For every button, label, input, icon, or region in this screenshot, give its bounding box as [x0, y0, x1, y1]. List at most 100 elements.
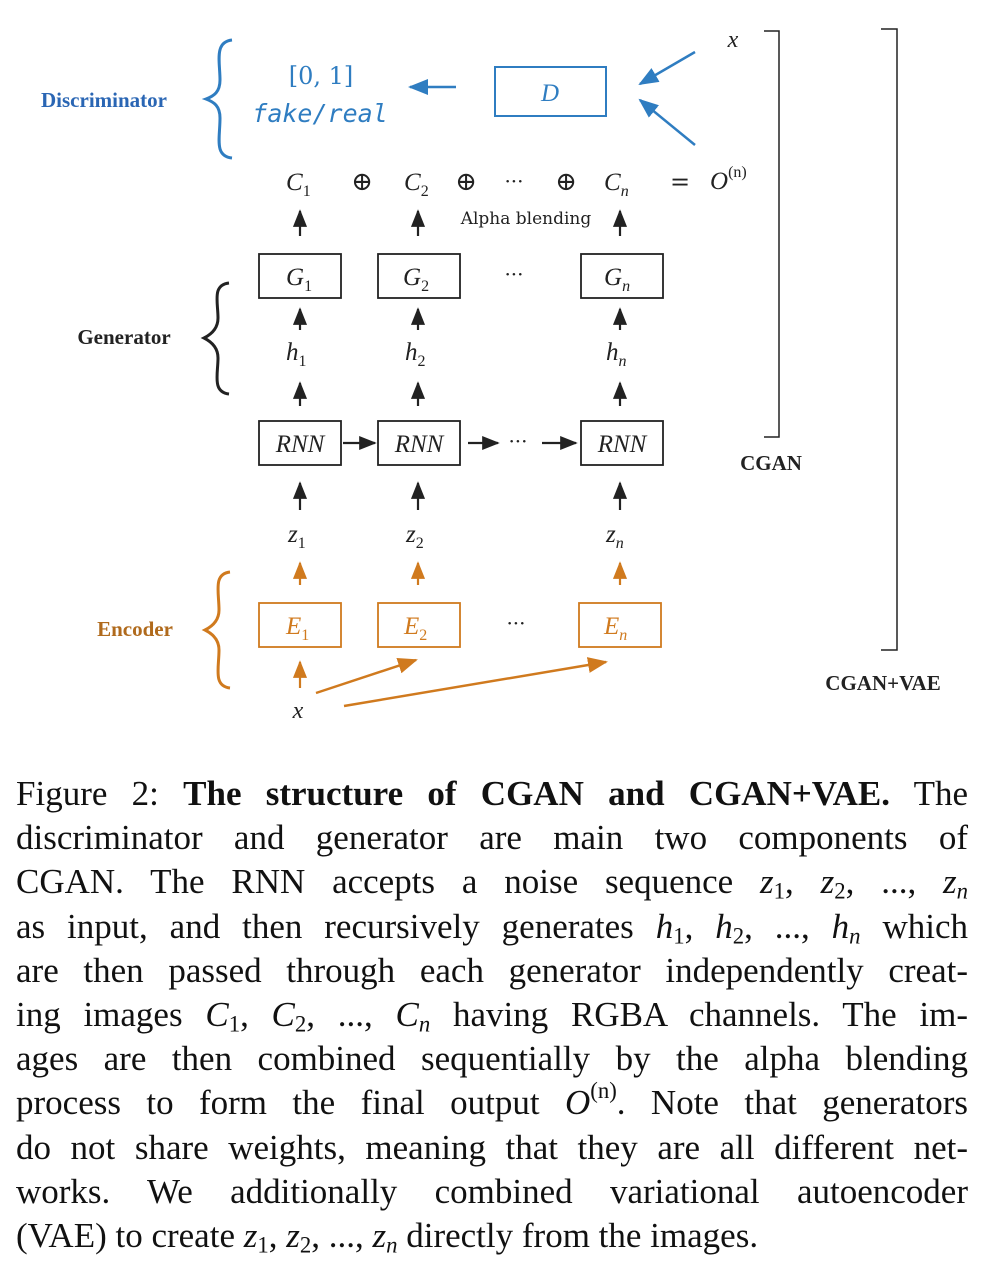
- math-z: z: [943, 862, 957, 902]
- math-z: z: [820, 862, 835, 902]
- rnn-box-2-label: RNN: [394, 431, 445, 458]
- noise-2: z2: [405, 521, 424, 552]
- math-sep: ,: [306, 995, 338, 1035]
- caption-line-1: Figure 2: The structure of CGAN and CGAN…: [16, 772, 968, 816]
- generator-box-1: [258, 253, 342, 299]
- rnn-box-n-label: RNN: [597, 431, 648, 458]
- caption-line-7: ages are then combined sequentially by t…: [16, 1039, 968, 1079]
- svg-text:C2: C2: [404, 169, 429, 200]
- generator-box-1-label: G1: [286, 264, 312, 295]
- math-z: z: [243, 1216, 258, 1256]
- discriminator-box-label: D: [540, 80, 559, 107]
- caption-text: (VAE) to create: [16, 1216, 244, 1256]
- math-z: z: [372, 1216, 387, 1256]
- generator-brace: [200, 281, 230, 396]
- math-sub: n: [956, 879, 969, 905]
- rnn-ellipsis: ···: [508, 429, 527, 453]
- discriminator-output: fake/real: [252, 99, 387, 128]
- cgan-vae-label: CGAN+VAE: [825, 671, 940, 695]
- math-sub: n: [849, 923, 861, 949]
- rnn-box-1: [258, 420, 342, 466]
- blend-op-1: ⊕: [351, 167, 373, 197]
- blend-equals: =: [670, 168, 690, 196]
- math-sub: 2: [834, 879, 846, 905]
- caption-line-3: CGAN. The RNN accepts a noise sequence z…: [16, 860, 968, 904]
- math-sep: ,: [801, 906, 832, 946]
- caption-line-8: process to form the final output O(n). N…: [16, 1078, 969, 1125]
- encoder-input: x: [292, 698, 304, 724]
- caption-text: . Note that generators: [616, 1083, 969, 1123]
- math-c: C: [205, 995, 229, 1035]
- noise-1: z1: [287, 521, 306, 552]
- math-sep: ,: [845, 862, 882, 902]
- math-z: z: [760, 862, 774, 902]
- encoder-ellipsis: ···: [506, 611, 525, 635]
- encoder-box-1-label: E1: [285, 613, 309, 644]
- math-h: h: [831, 906, 850, 946]
- math-sep: ,: [684, 906, 716, 946]
- math-sep: ,: [268, 1216, 287, 1256]
- blend-term-2: C2: [404, 169, 429, 200]
- caption-prefix: Figure 2:: [16, 774, 184, 813]
- caption-text: CGAN. The RNN accepts a noise sequence: [16, 862, 761, 902]
- arrow-x-e2: [315, 658, 418, 695]
- svg-text:O(n): O(n): [710, 164, 747, 195]
- encoder-box-n: [578, 602, 662, 648]
- encoder-box-n-label: En: [603, 613, 627, 644]
- generator-box-n-label: Gn: [604, 264, 630, 295]
- math-sub: 1: [673, 923, 685, 949]
- generator-label: Generator: [77, 325, 170, 349]
- rnn-box-n: [580, 420, 664, 466]
- encoder-box-2: [377, 602, 461, 648]
- blend-term-1: C1: [286, 169, 311, 200]
- caption-line-2: discriminator and generator are main two…: [16, 818, 968, 858]
- blend-result: O(n): [710, 164, 747, 195]
- caption-title: The structure of CGAN and CGAN+VAE.: [183, 774, 890, 813]
- cgan-vae-bracket: [881, 28, 898, 651]
- math-sep: ,: [907, 862, 944, 902]
- math-sub: 1: [228, 1011, 241, 1037]
- rnn-box-1-label: RNN: [275, 431, 326, 458]
- math-sub: n: [418, 1011, 431, 1037]
- caption-line-5: are then passed through each generator i…: [16, 950, 968, 990]
- discriminator-label: Discriminator: [41, 88, 167, 112]
- caption-text: The: [889, 774, 968, 813]
- math-sub: 1: [257, 1232, 269, 1258]
- math-sep: ,: [354, 1216, 373, 1256]
- math-c: C: [271, 995, 295, 1035]
- svg-text:Cn: Cn: [604, 169, 629, 200]
- generator-box-2: [377, 253, 461, 299]
- math-h: h: [715, 906, 733, 946]
- generator-box-2-label: G2: [403, 264, 429, 295]
- caption-text: process to form the final output: [16, 1083, 565, 1123]
- encoder-box-2-label: E2: [403, 613, 427, 644]
- generator-ellipsis: ···: [504, 262, 523, 286]
- caption-line-10: works. We additionally combined variatio…: [16, 1171, 968, 1211]
- hidden-state-n: hn: [606, 339, 627, 370]
- cgan-label: CGAN: [740, 451, 802, 475]
- caption-text: having RGBA channels. The im-: [430, 995, 969, 1035]
- math-dots: ...: [337, 995, 365, 1035]
- blend-term-n: Cn: [604, 169, 629, 200]
- hidden-state-2: h2: [405, 339, 426, 370]
- hidden-state-1: h1: [286, 339, 307, 370]
- caption-line-6: ing images C1, C2, ..., Cn having RGBA c…: [16, 993, 968, 1037]
- math-c: C: [395, 995, 419, 1035]
- blend-ellipsis: ···: [504, 169, 523, 193]
- discriminator-box: [494, 66, 607, 117]
- math-sep: ,: [240, 995, 272, 1035]
- math-dots: ...: [328, 1216, 355, 1256]
- math-dots: ...: [774, 906, 802, 946]
- math-sub: 2: [732, 923, 745, 949]
- noise-n: zn: [605, 521, 624, 552]
- caption-text: directly from the images.: [397, 1216, 759, 1256]
- math-dots: ...: [881, 862, 908, 902]
- blend-op-2: ⊕: [455, 167, 477, 197]
- math-sub: 2: [299, 1232, 312, 1258]
- cgan-vae-diagram: Discriminator [0, 1] fake/real D x C1 ⊕ …: [41, 27, 941, 724]
- encoder-label: Encoder: [97, 617, 173, 641]
- math-sup: (n): [590, 1078, 617, 1104]
- rnn-box-2: [377, 420, 461, 466]
- math-h: h: [655, 906, 674, 946]
- arrow-x-en: [343, 657, 608, 708]
